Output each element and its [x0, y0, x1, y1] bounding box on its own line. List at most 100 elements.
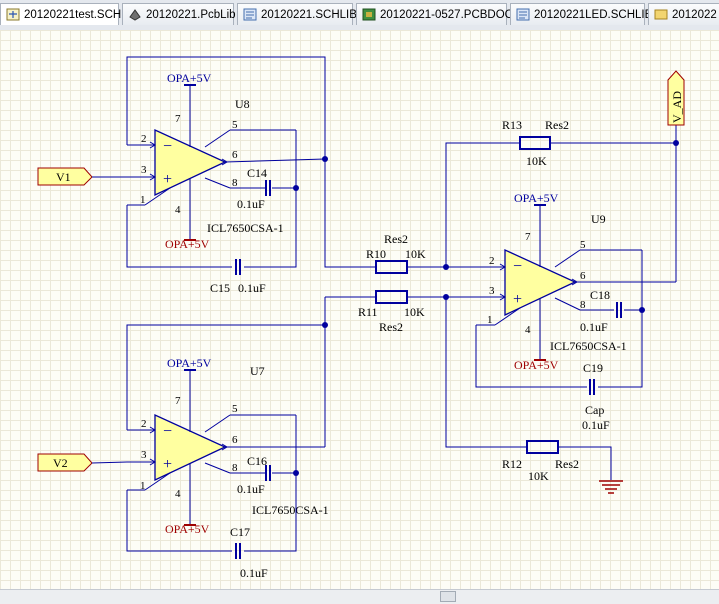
pin-number: 6 — [232, 149, 238, 161]
port-v-ad: V_AD — [667, 70, 685, 126]
horizontal-scrollbar[interactable] — [0, 589, 719, 604]
tab-2012022[interactable]: 2012022 — [648, 3, 719, 25]
pin-number: 1 — [140, 480, 146, 492]
tab-label: 20120221test.SCHDOC — [24, 9, 147, 21]
pin-number: 3 — [141, 164, 147, 176]
tab-20120221-schlib[interactable]: 20120221.SCHLIB — [237, 3, 357, 25]
pin-number: 3 — [141, 449, 147, 461]
resistor-comment: Res2 — [379, 320, 403, 334]
resistor-value: 10K — [405, 247, 426, 261]
tab-label: 20120221-0527.PCBDOC — [380, 9, 513, 21]
pin-number: 8 — [232, 177, 238, 189]
pin-number: 5 — [580, 239, 586, 251]
capacitor-value: 0.1uF — [240, 566, 268, 580]
port-label: V_AD — [670, 91, 684, 123]
resistor-designator: R11 — [358, 305, 378, 319]
capacitor-value: 0.1uF — [582, 418, 610, 432]
junction — [293, 185, 299, 191]
part-label: ICL7650CSA-1 — [550, 339, 627, 353]
resistor-value: 10K — [528, 469, 549, 483]
port-label: V1 — [56, 170, 71, 184]
document-tab-bar: 20120221test.SCHDOC 20120221.PcbLib 2012… — [0, 0, 719, 31]
pin-number: 5 — [232, 403, 238, 415]
capacitor-designator: C14 — [247, 166, 267, 180]
port-label: V2 — [53, 456, 68, 470]
resistor-r10 — [375, 260, 408, 274]
resistor-value: 10K — [526, 154, 547, 168]
designator-label: U7 — [250, 364, 265, 378]
junction — [322, 322, 328, 328]
tab-label: 20120221.PcbLib — [146, 9, 236, 21]
resistor-r12 — [526, 440, 559, 454]
schematic-library-icon — [516, 8, 530, 21]
noninverting-symbol: + — [163, 456, 172, 473]
capacitor-value: 0.1uF — [237, 197, 265, 211]
capacitor-c15 — [235, 258, 241, 276]
resistor-designator: R12 — [502, 457, 522, 471]
schematic-doc-icon — [6, 8, 20, 21]
resistor-designator: R13 — [502, 118, 522, 132]
capacitor-value: 0.1uF — [237, 482, 265, 496]
tab-20120221led-schlib[interactable]: 20120221LED.SCHLIB — [510, 3, 652, 25]
u9-wiring — [475, 143, 677, 388]
designator-label: U8 — [235, 97, 250, 111]
scrollbar-thumb[interactable] — [440, 591, 456, 602]
pin-number: 2 — [141, 133, 147, 145]
pin-number: 4 — [525, 324, 531, 336]
schematic-canvas[interactable]: − + OPA+5V OPA+5V U8 ICL7650CSA-1 7 2 3 … — [0, 30, 719, 589]
capacitor-designator: C15 — [210, 281, 230, 295]
u7-wiring — [126, 297, 326, 552]
pcb-doc-icon — [362, 8, 376, 21]
pin-number: 7 — [175, 395, 181, 407]
schematic-library-icon — [243, 8, 257, 21]
resistor-comment: Res2 — [555, 457, 579, 471]
resistor-value: 10K — [404, 305, 425, 319]
junction — [639, 307, 645, 313]
tab-label: 20120221.SCHLIB — [261, 9, 357, 21]
junction — [443, 294, 449, 300]
power-label-top: OPA+5V — [514, 191, 559, 205]
pin-number: 5 — [232, 119, 238, 131]
u8-wiring — [126, 56, 326, 268]
capacitor-designator: C18 — [590, 288, 610, 302]
schematic-drawing: − + OPA+5V OPA+5V U8 ICL7650CSA-1 7 2 3 … — [37, 56, 685, 580]
tab-20120221-0527-pcbdoc[interactable]: 20120221-0527.PCBDOC — [356, 3, 513, 25]
port-v2: V2 — [37, 453, 128, 472]
junction — [443, 264, 449, 270]
power-label-top: OPA+5V — [167, 71, 212, 85]
capacitor-c18 — [616, 301, 622, 319]
pin-number: 7 — [525, 231, 531, 243]
pin-number: 3 — [489, 285, 495, 297]
tab-20120221test-schdoc[interactable]: 20120221test.SCHDOC — [0, 3, 147, 25]
inverting-symbol: − — [513, 258, 522, 275]
power-label-bottom: OPA+5V — [165, 522, 210, 536]
tab-20120221-pcblib[interactable]: 20120221.PcbLib — [122, 3, 236, 25]
capacitor-designator: C16 — [247, 454, 267, 468]
capacitor-value: 0.1uF — [238, 281, 266, 295]
resistor-designator: R10 — [366, 247, 386, 261]
capacitor-c14 — [265, 179, 271, 197]
pin-number: 7 — [175, 113, 181, 125]
capacitor-value: 0.1uF — [580, 320, 608, 334]
opamp-u7: − + OPA+5V OPA+5V U7 ICL7650CSA-1 7 2 3 … — [127, 356, 329, 536]
inverting-symbol: − — [163, 423, 172, 440]
power-label-bottom: OPA+5V — [514, 358, 559, 372]
pin-number: 2 — [141, 418, 147, 430]
part-label: ICL7650CSA-1 — [207, 221, 284, 235]
tab-label: 2012022 — [672, 9, 717, 21]
port-v1: V1 — [37, 167, 127, 186]
tab-label: 20120221LED.SCHLIB — [534, 9, 653, 21]
pcb-library-icon — [129, 9, 141, 21]
opamp-u8: − + OPA+5V OPA+5V U8 ICL7650CSA-1 7 2 3 … — [127, 71, 326, 251]
resistor-r13 — [519, 136, 551, 150]
pin-number: 6 — [232, 434, 238, 446]
capacitor-comment: Cap — [585, 403, 604, 417]
pin-number: 6 — [580, 270, 586, 282]
capacitor-c19 — [589, 378, 595, 396]
pin-number: 1 — [140, 194, 146, 206]
ground-symbol — [599, 480, 623, 494]
resistor-r11 — [375, 290, 408, 304]
noninverting-symbol: + — [163, 171, 172, 188]
capacitor-designator: C17 — [230, 525, 250, 539]
junction — [293, 470, 299, 476]
